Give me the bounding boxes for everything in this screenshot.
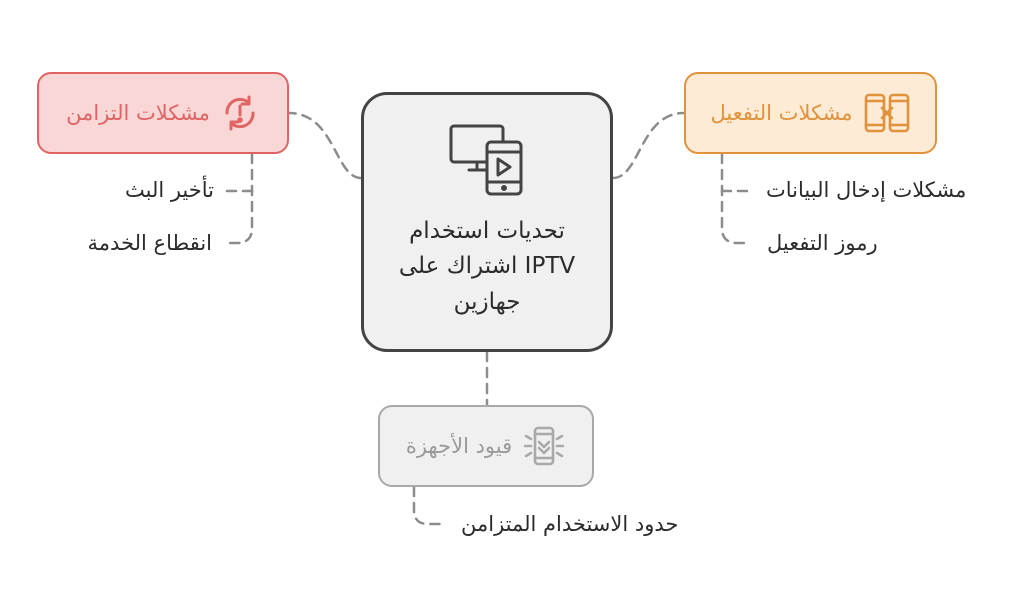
connector-sync-leaves bbox=[223, 152, 254, 245]
connector-device-leaf bbox=[412, 485, 446, 526]
activation-issues-node: مشكلات التفعيل bbox=[684, 72, 937, 154]
connector-activation-leaves bbox=[720, 152, 752, 245]
connector-center-sync bbox=[287, 111, 363, 180]
activation-issues-label: مشكلات التفعيل bbox=[710, 101, 853, 125]
sync-issues-label: مشكلات التزامن bbox=[66, 101, 210, 125]
sync-alert-icon bbox=[220, 93, 260, 133]
sync-leaf-service-outage: انقطاع الخدمة bbox=[87, 231, 212, 255]
center-node: تحديات استخدام IPTV اشتراك على جهازين bbox=[361, 92, 613, 352]
center-title: تحديات استخدام IPTV اشتراك على جهازين bbox=[398, 217, 576, 315]
sync-issues-node: مشكلات التزامن bbox=[37, 72, 289, 154]
activation-leaf-data-entry: مشكلات إدخال البيانات bbox=[766, 178, 967, 202]
device-limits-node: قيود الأجهزة bbox=[378, 405, 594, 487]
sync-leaf-stream-delay: تأخير البث bbox=[124, 178, 214, 202]
device-limits-label: قيود الأجهزة bbox=[405, 434, 513, 458]
activation-leaf-codes: رموز التفعيل bbox=[767, 231, 878, 255]
connector-center-activation bbox=[611, 111, 686, 180]
device-limit-icon bbox=[522, 424, 566, 468]
tv-phone-play-icon bbox=[449, 124, 525, 196]
device-leaf-concurrent-limit: حدود الاستخدام المتزامن bbox=[461, 512, 679, 536]
phones-x-icon bbox=[863, 92, 911, 134]
